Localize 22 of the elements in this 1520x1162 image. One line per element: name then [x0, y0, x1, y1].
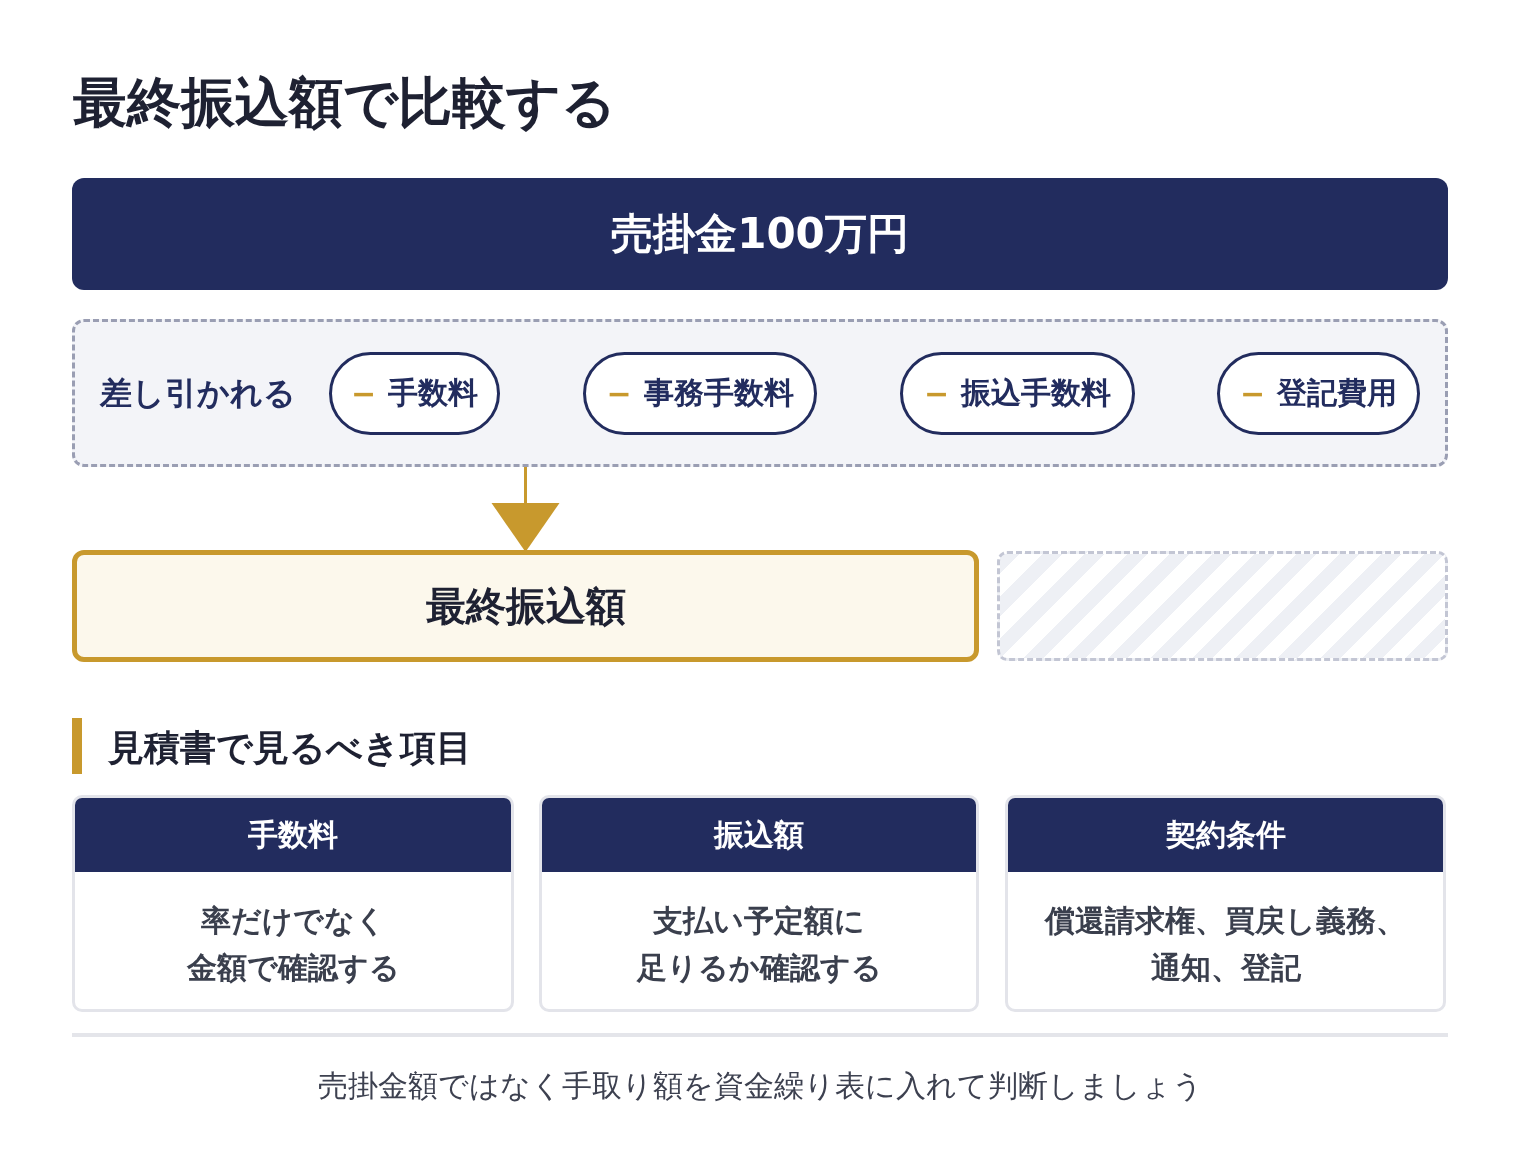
deduction-pill: − 登記費用 [1217, 352, 1420, 435]
deduction-pill: − 事務手数料 [583, 352, 817, 435]
arrow [491, 467, 560, 552]
info-card [539, 795, 979, 1012]
footer-note: 売掛金額ではなく手取り額を資金繰り表に入れて判断しましょう [317, 1067, 1203, 1105]
card-header: 契約条件 [1008, 798, 1443, 872]
deduction-pill: − 手数料 [329, 352, 500, 435]
info-card [1005, 795, 1446, 1012]
card-header: 振込額 [542, 798, 976, 872]
amount-banner: 売掛金100万円 [72, 178, 1448, 290]
deduction-pill: − 振込手数料 [900, 352, 1135, 435]
result-panel: 最終振込額 [72, 550, 979, 662]
page-title: 最終振込額で比較する [73, 70, 616, 136]
deduction-panel [72, 319, 1448, 467]
card-text: 率だけでなく金額で確認する [186, 902, 400, 987]
card-text: 償還請求権、買戻し義務、通知、登記 [1045, 902, 1406, 987]
panel-label: 差し引かれる [100, 373, 296, 413]
card-header: 手数料 [75, 798, 511, 872]
section-heading: 見積書で見るべき項目 [108, 726, 472, 770]
info-card [72, 795, 514, 1012]
card-text: 支払い予定額に足りるか確認する [636, 902, 882, 987]
hatched-placeholder [997, 551, 1448, 661]
